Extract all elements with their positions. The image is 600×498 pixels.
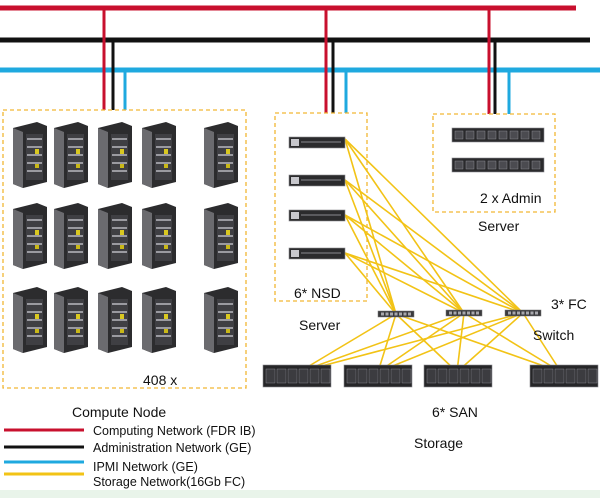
nsd-server-box [274,112,368,302]
fc-link-nsd-switch [344,214,524,314]
fc-link-switch-san [395,313,458,373]
legend-ipmi-label: IPMI Network (GE) [93,460,198,474]
group-boxes [2,109,556,389]
blade-server-icon [54,122,88,188]
blade-server-icon [13,122,47,188]
rack-server-icon [288,209,346,222]
fc-link-nsd-switch [344,179,524,314]
storage-array-icon [343,364,413,388]
storage-array-icon [423,364,493,388]
fc-link-nsd-switch [344,252,465,314]
bottom-strip [0,490,600,498]
blade-server-icon [142,287,176,353]
blade-server-icon [142,122,176,188]
fc-link-switch-san [456,312,524,373]
blade-server-icon [98,287,132,353]
fc-link-nsd-switch [344,138,465,314]
fc-link-nsd-switch [344,252,397,315]
fc-link-nsd-switch [344,252,524,314]
admin-server-label: Server [478,218,520,234]
blade-server-icon [13,203,47,269]
storage-links [298,138,562,373]
admin-server-box [432,113,556,213]
legend-administration-label: Administration Network (GE) [93,441,252,455]
rack-server-icon [288,247,346,260]
blade-server-icon [204,287,238,353]
fc-link-switch-san [377,313,397,373]
nsd-server-label: Server [299,317,341,333]
blade-server-icon [204,203,238,269]
fc-switch-icon [504,309,542,317]
fc-link-nsd-switch [344,138,397,315]
rack-server-icon [451,127,545,143]
nsd-count-label: 6* NSD [294,285,341,301]
legend-storage-label: Storage Network(16Gb FC) [93,475,246,489]
blade-server-icon [142,203,176,269]
fc-link-nsd-switch [344,179,397,315]
fc-link-switch-san [456,312,465,373]
fc-link-nsd-switch [344,179,465,314]
fc-link-nsd-switch [344,138,524,314]
devices [13,122,599,388]
network-buses [0,5,600,73]
rack-server-icon [288,174,346,187]
fc-switch-label: Switch [533,327,575,343]
legend-computing-label: Computing Network (FDR IB) [93,424,256,438]
fc-link-switch-san [395,313,562,373]
fc-link-switch-san [298,312,524,373]
san-count-label: 6* SAN [432,404,478,420]
fc-switch-icon [445,309,483,317]
fc-link-nsd-switch [344,214,397,315]
compute-node-label: Compute Node [72,404,167,420]
fc-count-label: 3* FC [551,296,587,312]
storage-array-icon [262,364,332,388]
fc-link-nsd-switch [344,214,465,314]
fc-switch-icon [377,310,415,318]
blade-server-icon [98,122,132,188]
blade-server-icon [98,203,132,269]
compute-count-label: 408 x [143,372,178,388]
blade-server-icon [54,203,88,269]
compute-node-box [2,109,247,389]
blade-server-icon [204,122,238,188]
fc-link-switch-san [298,312,465,373]
blade-server-icon [54,287,88,353]
network-drops [102,8,511,114]
legend-swatches [4,428,84,476]
admin-count-label: 2 x Admin [480,190,542,206]
fc-link-switch-san [377,312,524,373]
san-storage-label: Storage [414,435,464,451]
blade-server-icon [13,287,47,353]
storage-array-icon [529,364,599,388]
fc-link-switch-san [377,312,465,373]
fc-link-switch-san [522,312,562,373]
fc-link-switch-san [463,312,562,373]
fc-link-switch-san [298,313,397,373]
rack-server-icon [451,157,545,173]
rack-server-icon [288,136,346,149]
